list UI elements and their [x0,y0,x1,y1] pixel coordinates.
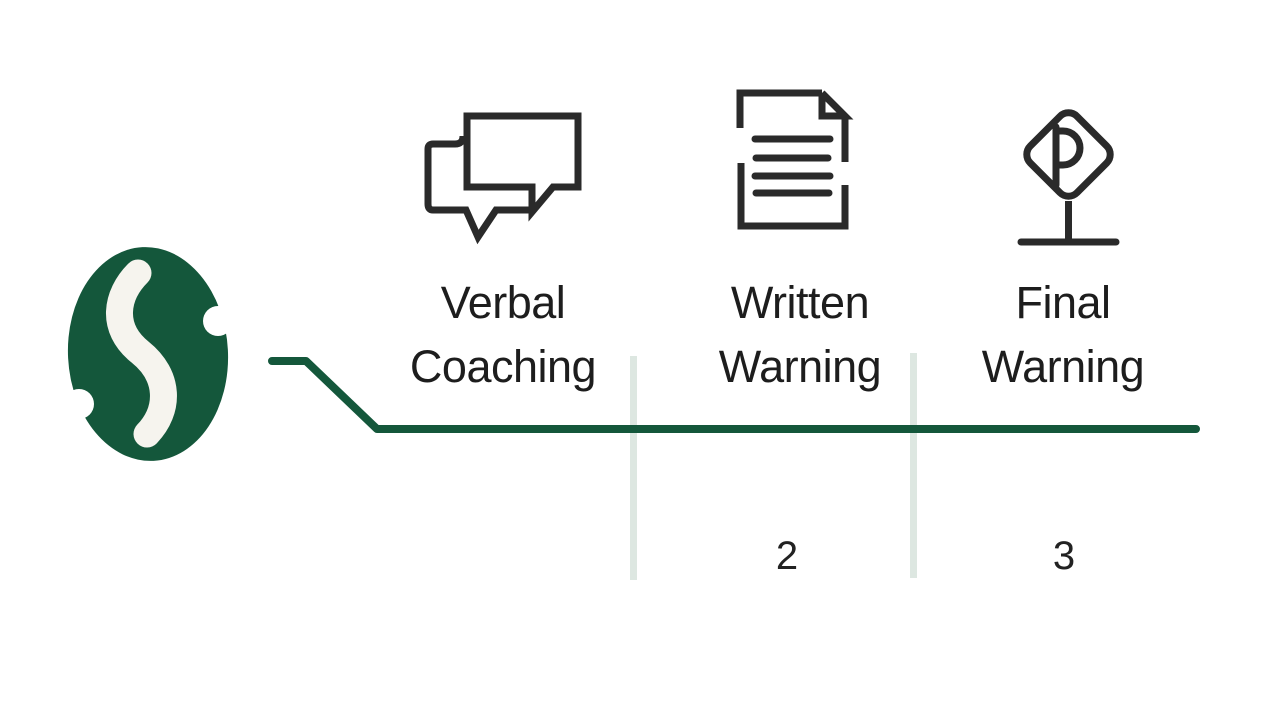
chat-bubble-back [424,135,531,245]
stage-number-2: 2 [775,534,799,578]
document-text-lines [751,135,834,197]
chat-bubbles-icon [424,112,582,245]
stage-label-final-warning: Final Warning [883,271,1243,399]
logo-notch-left [64,389,94,419]
sign-letter-p [1052,123,1084,189]
s-leaf-logo [64,247,233,461]
stage-label-verbal-coaching: Verbal Coaching [323,271,683,399]
stage-label-line: Coaching [409,341,597,392]
stage-number-3: 3 [1052,534,1076,578]
logo-s-curve [106,259,177,448]
chat-bubble-front [463,112,582,222]
timeline-line [268,357,1200,433]
logo-notch-right [203,306,233,336]
stage-label-written-warning: Written Warning [620,271,980,399]
parking-sign-icon [1017,109,1120,246]
stage-label-line: Warning [981,341,1145,392]
stage-label-line: Written [730,277,870,328]
stage-label-line: Final [1015,277,1111,328]
stage-label-line: Warning [718,341,882,392]
sign-diamond [1023,109,1114,200]
document-icon [736,89,854,230]
document-outline-topleft [736,89,822,128]
stage-label-line: Verbal [440,277,566,328]
document-fold-corner [818,90,854,120]
document-outline-bottom [737,163,849,230]
